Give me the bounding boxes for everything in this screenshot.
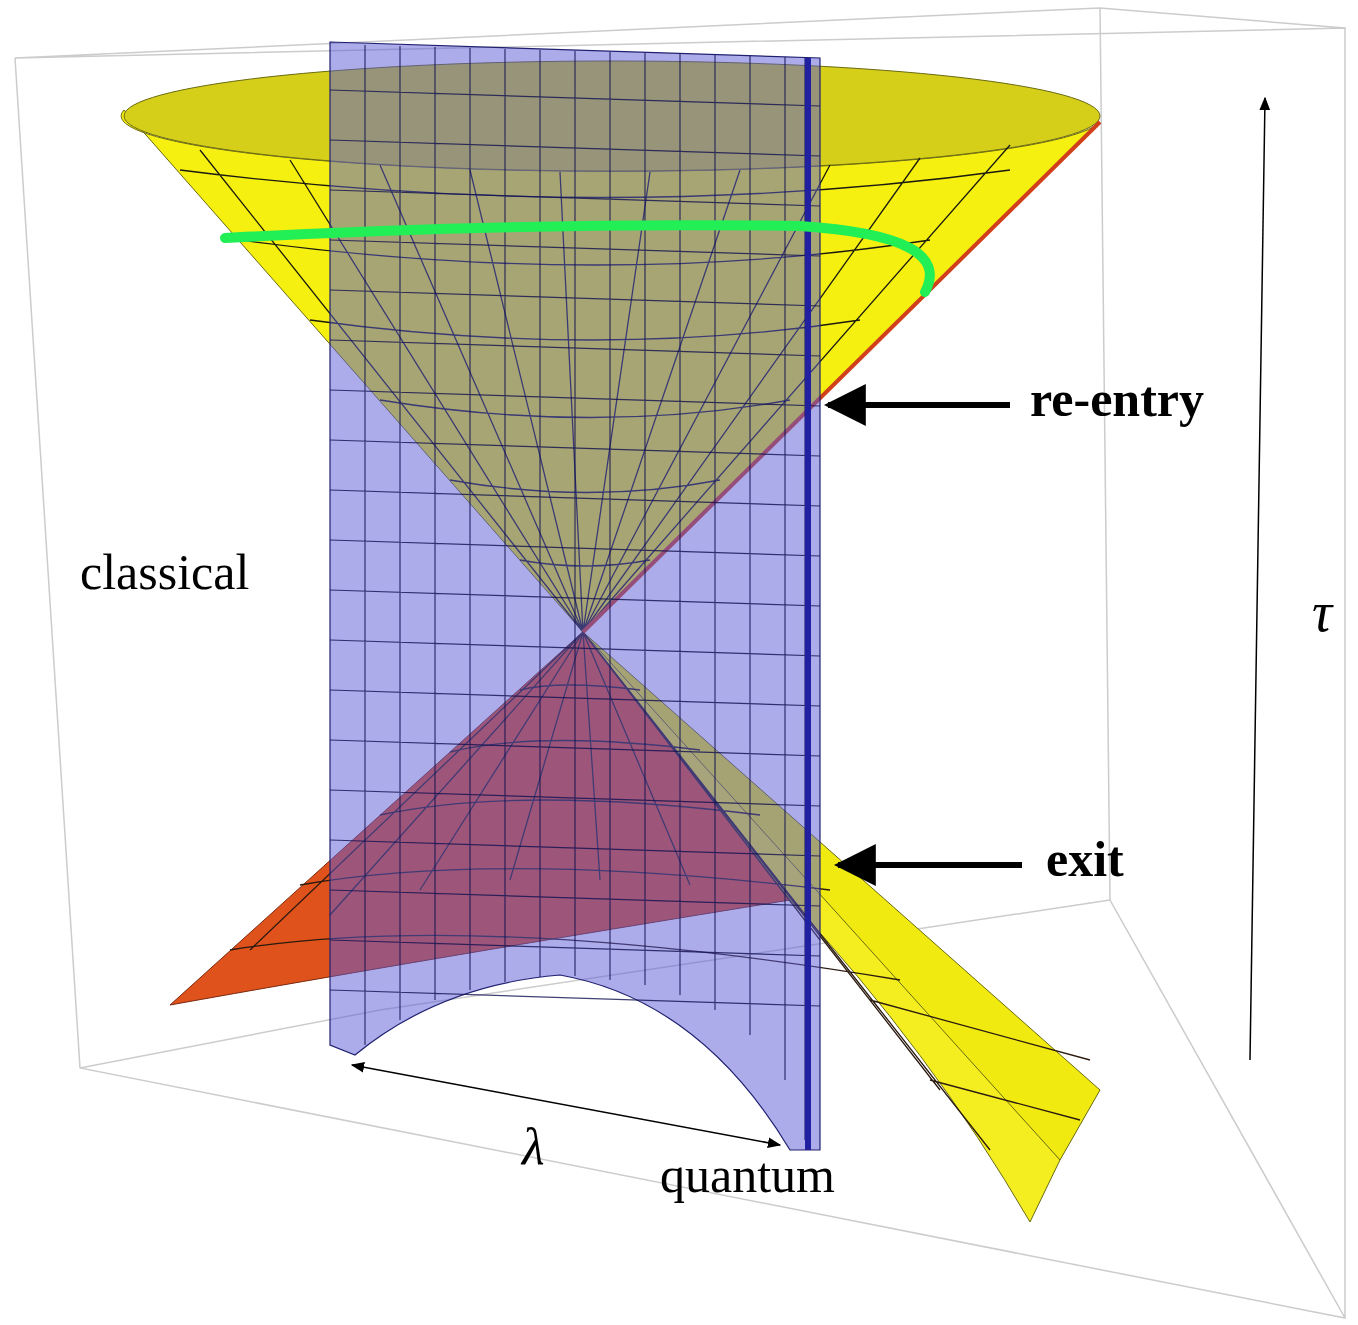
exit-label: exit bbox=[1046, 832, 1124, 887]
bounding-box bbox=[15, 8, 1345, 1318]
re-entry-label: re-entry bbox=[1030, 372, 1204, 427]
region-label: classical bbox=[80, 545, 249, 600]
cylinder-grid bbox=[330, 45, 820, 1140]
axis-symbol: λ bbox=[522, 1118, 545, 1175]
tau-axis bbox=[1250, 98, 1265, 1060]
lambda-arrow bbox=[352, 1065, 780, 1145]
box-edges bbox=[15, 8, 1345, 1318]
axis-symbol: τ bbox=[1312, 582, 1332, 644]
trajectory bbox=[225, 225, 930, 292]
cylinder bbox=[330, 42, 820, 1150]
region-label: quantum bbox=[660, 1148, 835, 1203]
exit-arrow bbox=[838, 862, 1022, 868]
re-entry-arrow bbox=[828, 402, 1010, 408]
